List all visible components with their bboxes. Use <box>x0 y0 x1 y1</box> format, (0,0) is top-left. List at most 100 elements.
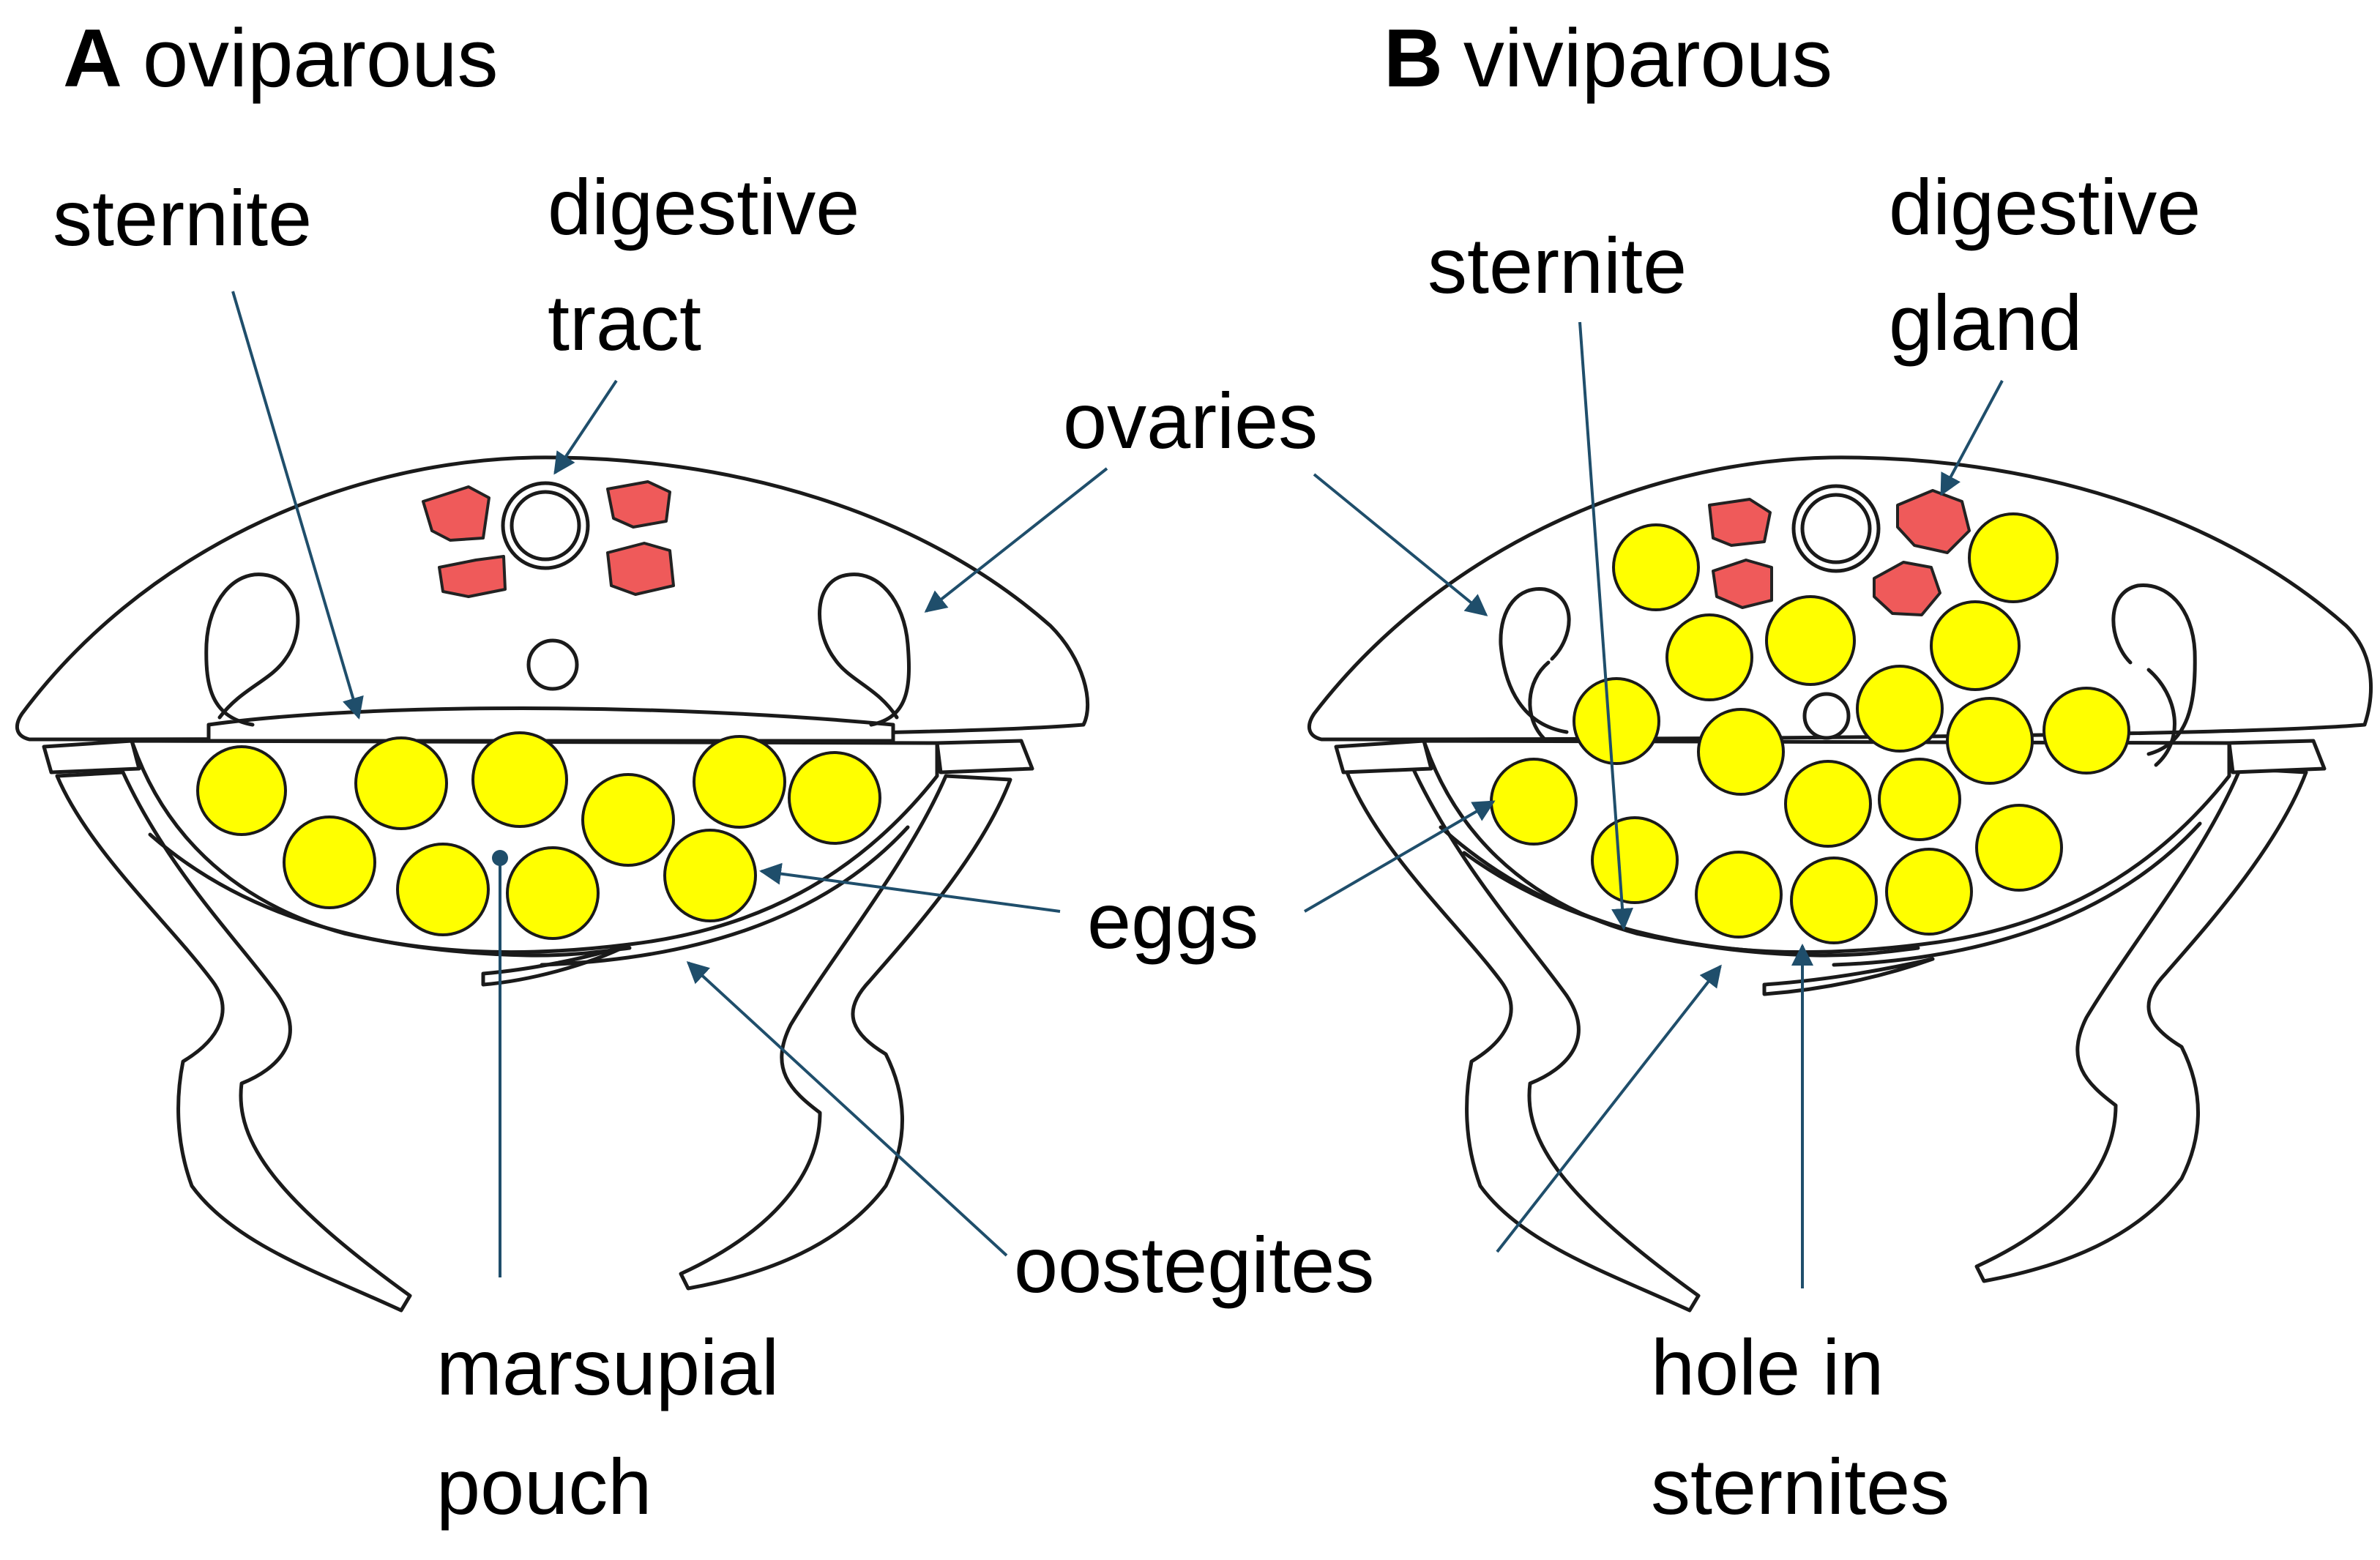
panel-b-egg <box>1946 697 2034 785</box>
panel-a-marsupial-label-1: marsupial <box>436 1323 779 1411</box>
panel-b-digestive-label-2: gland <box>1889 278 2082 367</box>
panel-a-egg <box>788 751 881 845</box>
panel-b-egg <box>1784 760 1872 848</box>
panel-a-right-ovary <box>818 572 911 727</box>
panel-a-marsupial-label-2: pouch <box>436 1442 652 1531</box>
panel-b-carapace <box>1307 455 2373 742</box>
panel-a-oostegite-left <box>148 832 632 958</box>
panel-a-right-leg <box>679 774 1012 1291</box>
panel-a-sternite-label: sternite <box>53 173 312 262</box>
panel-b-gland-3 <box>1712 559 1773 609</box>
panel-a-pouch-marker <box>492 850 508 866</box>
panel-b-hole-label-2: sternites <box>1651 1442 1950 1531</box>
ovaries-label: ovaries <box>1063 376 1318 465</box>
panel-b-left-ovary-inner <box>1528 660 1551 742</box>
panel-a-egg <box>396 843 490 936</box>
panel-b-egg <box>1697 708 1785 796</box>
panel-b-right-side-plate <box>2227 739 2327 775</box>
panel-a-eggs <box>196 731 881 940</box>
panel-b-left-side-plate <box>1334 739 1433 775</box>
panel-b-letter: B <box>1384 12 1443 104</box>
panel-b-egg <box>1612 523 1700 611</box>
panel-a-egg <box>693 735 786 829</box>
panel-b-digestive-leader <box>1940 380 2004 496</box>
panel-b-oostegite-tip <box>1762 957 1935 996</box>
panel-a-sternite-plate <box>206 706 895 743</box>
panel-a-left-ovary <box>204 572 300 727</box>
panel-b-eggs <box>1490 512 2130 944</box>
panel-b-egg <box>1885 848 1973 936</box>
panel-a-egg <box>196 745 287 836</box>
panel-b-gland-1 <box>1708 498 1772 547</box>
eggs-label: eggs <box>1087 876 1258 965</box>
oostegites-label: oostegites <box>1014 1220 1374 1309</box>
panel-b-egg <box>1975 804 2063 892</box>
panel-b-legs <box>1343 763 2308 1313</box>
panel-a-gland-4 <box>606 542 675 596</box>
panel-b-egg <box>1665 613 1753 701</box>
panel-a-gland-2 <box>606 480 671 529</box>
panel-b-gland-2 <box>1896 489 1971 554</box>
panel-a-oostegite-right <box>540 825 910 967</box>
panel-b-egg <box>1695 851 1783 938</box>
panel-a-gland-1 <box>422 485 490 542</box>
oostegites-leader-b <box>1496 964 1722 1253</box>
panel-b-oostegite-right <box>1832 821 2202 967</box>
panel-a-gland-3 <box>438 555 507 598</box>
panel-a-oostegite-tip <box>481 942 632 987</box>
ovaries-leader-a <box>924 467 1108 613</box>
panel-b-egg <box>1790 856 1878 944</box>
panel-b-egg <box>2043 687 2130 775</box>
ovaries-leader-b <box>1313 473 1488 616</box>
panel-a-egg <box>354 736 448 830</box>
panel-a-letter: A <box>63 12 122 104</box>
panel-b-egg <box>1765 595 1856 686</box>
panel-a-egg <box>471 731 568 828</box>
panel-a-sternite-leader <box>231 291 364 720</box>
panel-a-left-side-plate <box>42 739 141 775</box>
panel-b-sternite-leader <box>1578 321 1634 930</box>
panel-a-egg <box>581 773 675 867</box>
panel-b-egg <box>1591 816 1679 904</box>
panel-b-glands <box>1708 489 1971 616</box>
panel-b-right-leg <box>1974 766 2308 1283</box>
panel-b-right-ovary <box>2111 583 2197 756</box>
panel-a-right-side-plate <box>935 739 1034 775</box>
shared-labels: ovaries eggs oostegites <box>686 376 1722 1309</box>
panel-b-egg <box>1878 758 1961 841</box>
panel-a-egg <box>283 816 376 909</box>
panel-b-gland-4 <box>1873 561 1941 616</box>
panel-b-left-leg <box>1343 763 1701 1313</box>
panel-a-legs <box>55 770 1012 1313</box>
panel-a-glands <box>422 480 675 598</box>
panel-a-egg <box>506 846 600 940</box>
panel-b-egg <box>1490 758 1578 846</box>
panel-b-egg <box>1856 665 1944 753</box>
eggs-leader-b <box>1303 800 1496 913</box>
panel-b-egg <box>1573 677 1660 765</box>
panel-a-nerve-cord <box>526 638 579 691</box>
panel-b-left-ovary <box>1499 586 1571 734</box>
panel-b-right-ovary-inner <box>2146 668 2176 767</box>
panel-b-egg <box>1930 600 2021 691</box>
panel-b-nerve-cord <box>1802 692 1851 740</box>
panel-b-title: viviparous <box>1463 12 1832 104</box>
panel-a-digestive-label-1: digestive <box>548 163 859 251</box>
eggs-leader-a <box>759 862 1061 913</box>
panel-b-digestive-label-1: digestive <box>1889 163 2201 251</box>
panel-a-egg <box>663 829 757 922</box>
oostegites-leader-a <box>686 960 1008 1257</box>
panel-a-left-leg <box>55 770 412 1313</box>
panel-b-hole-label-1: hole in <box>1651 1323 1884 1411</box>
panel-a-title: oviparous <box>143 12 499 104</box>
panel-a-digestive-tract-inner <box>510 490 581 561</box>
panel-b-sternite-label: sternite <box>1428 221 1687 310</box>
panel-a-digestive-label-2: tract <box>548 278 701 367</box>
panel-b-digestive-tract-inner <box>1800 493 1872 564</box>
panel-a-digestive-leader <box>553 379 618 475</box>
